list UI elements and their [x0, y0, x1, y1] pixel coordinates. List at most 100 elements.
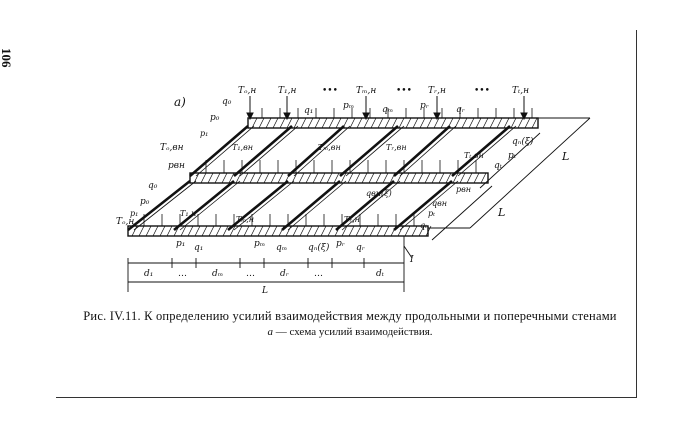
hatch-line	[320, 225, 327, 237]
hatch-line	[328, 117, 335, 129]
beam-label: qₜ	[494, 161, 503, 171]
middle-label: Tᵣ,н	[344, 215, 360, 224]
hatch-line	[321, 117, 328, 129]
hatch-line	[256, 172, 263, 184]
hatch-line	[480, 172, 487, 184]
middle-label: pвн	[456, 185, 471, 194]
ruler	[127, 236, 413, 292]
hatch-line	[418, 225, 425, 237]
hatch-line	[510, 117, 517, 129]
hatch-line	[145, 225, 152, 237]
transverse-walls	[127, 125, 511, 232]
bottom-label: qᵣ	[356, 243, 365, 253]
hatch-line	[341, 225, 348, 237]
hatch-line	[375, 172, 382, 184]
hatch-line	[363, 117, 370, 129]
inner-label: p₁	[200, 129, 208, 138]
hatch-line	[236, 225, 243, 237]
hatch-line	[461, 117, 468, 129]
hatch-line	[305, 172, 312, 184]
hatch-line	[319, 172, 326, 184]
hatch-line	[201, 225, 208, 237]
left-label: Tₒ,н	[116, 217, 134, 227]
ruler-labels: d₁ … dₘ … dᵣ … dₜ L I	[144, 255, 414, 296]
hatch-line	[384, 117, 391, 129]
transverse-wall-0b	[127, 179, 191, 232]
hatch-line	[411, 225, 418, 237]
hatch-line	[286, 117, 293, 129]
beam-label: pₜ	[508, 151, 517, 161]
hatch-line	[313, 225, 320, 237]
hatch-line	[419, 117, 426, 129]
subtitle-text: — схема усилий взаимодействия.	[275, 326, 433, 338]
page-border-bottom	[56, 397, 636, 398]
hatch-line	[404, 225, 411, 237]
hatch-line	[292, 225, 299, 237]
hatch-line	[410, 172, 417, 184]
plate-outline	[428, 117, 591, 241]
dimension-label: L	[561, 150, 569, 163]
hatch-line	[368, 172, 375, 184]
hatch-line	[166, 225, 173, 237]
hatch-line	[277, 172, 284, 184]
hatch-line	[264, 225, 271, 237]
hatch-line	[307, 117, 314, 129]
hatch-line	[445, 172, 452, 184]
beam-label: pₘ	[343, 101, 354, 111]
top-label: •••	[322, 86, 338, 96]
hatch-line	[335, 117, 342, 129]
hatch-line	[531, 117, 538, 129]
transverse-wall-3b	[281, 180, 341, 231]
hatch-line	[355, 225, 362, 237]
hatch-line	[382, 172, 389, 184]
hatch-line	[200, 172, 207, 184]
hatch-line	[433, 117, 440, 129]
hatch-line	[270, 172, 277, 184]
hatch-line	[468, 117, 475, 129]
hatch-line	[473, 172, 480, 184]
hatch-line	[347, 172, 354, 184]
inner-label: T₁,вн	[232, 143, 253, 152]
hatch-line	[194, 225, 201, 237]
dimension-label: L	[497, 206, 505, 219]
hatch-line	[263, 172, 270, 184]
panel-label: а)	[174, 95, 186, 109]
top-label: T₁,н	[278, 86, 296, 96]
hatch-line	[426, 117, 433, 129]
hatch-line	[180, 225, 187, 237]
hatch-line	[361, 172, 368, 184]
beam-label: qₘ	[382, 105, 393, 115]
hatch-line	[159, 225, 166, 237]
bottom-label: pₘ	[254, 239, 265, 249]
hatch-line	[299, 225, 306, 237]
hatch-line	[131, 225, 138, 237]
hatch-line	[249, 172, 256, 184]
middle-label: Tₘ,н	[236, 215, 254, 224]
hatch-line	[272, 117, 279, 129]
hatch-line	[138, 225, 145, 237]
hatch-line	[412, 117, 419, 129]
hatch-line	[369, 225, 376, 237]
hatch-line	[293, 117, 300, 129]
ruler-segment: …	[178, 269, 187, 279]
ruler-segment: dₜ	[376, 269, 385, 279]
ruler-marker: I	[409, 255, 414, 265]
hatch-line	[333, 172, 340, 184]
hatch-line	[356, 117, 363, 129]
hatch-line	[503, 117, 510, 129]
back-wall	[247, 117, 539, 129]
hatch-line	[221, 172, 228, 184]
hatch-line	[376, 225, 383, 237]
left-label: q₀	[148, 181, 158, 191]
beam-label: p₀	[210, 113, 220, 123]
hatch-line	[250, 225, 257, 237]
bottom-label: pᵣ	[336, 239, 345, 249]
ruler-segment: …	[314, 269, 323, 279]
hatch-line	[466, 172, 473, 184]
hatch-line	[257, 225, 264, 237]
hatch-line	[215, 225, 222, 237]
hatch-line	[391, 117, 398, 129]
upper-inner-labels: p₁ T₁,вн Tₘ,вн Tᵣ,вн Tₜ,вн	[200, 129, 484, 160]
hatch-line	[354, 172, 361, 184]
